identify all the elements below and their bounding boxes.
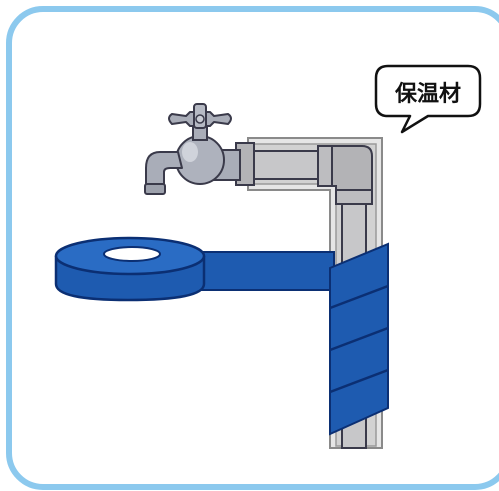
faucet: [144, 103, 241, 195]
callout-bubble: 保温材: [374, 64, 482, 134]
tape-roll-core: [103, 246, 161, 262]
tape-strip: [195, 251, 335, 291]
wrapped-tape: [329, 242, 389, 436]
tape-roll: [54, 236, 206, 302]
callout-label: 保温材: [394, 82, 461, 107]
